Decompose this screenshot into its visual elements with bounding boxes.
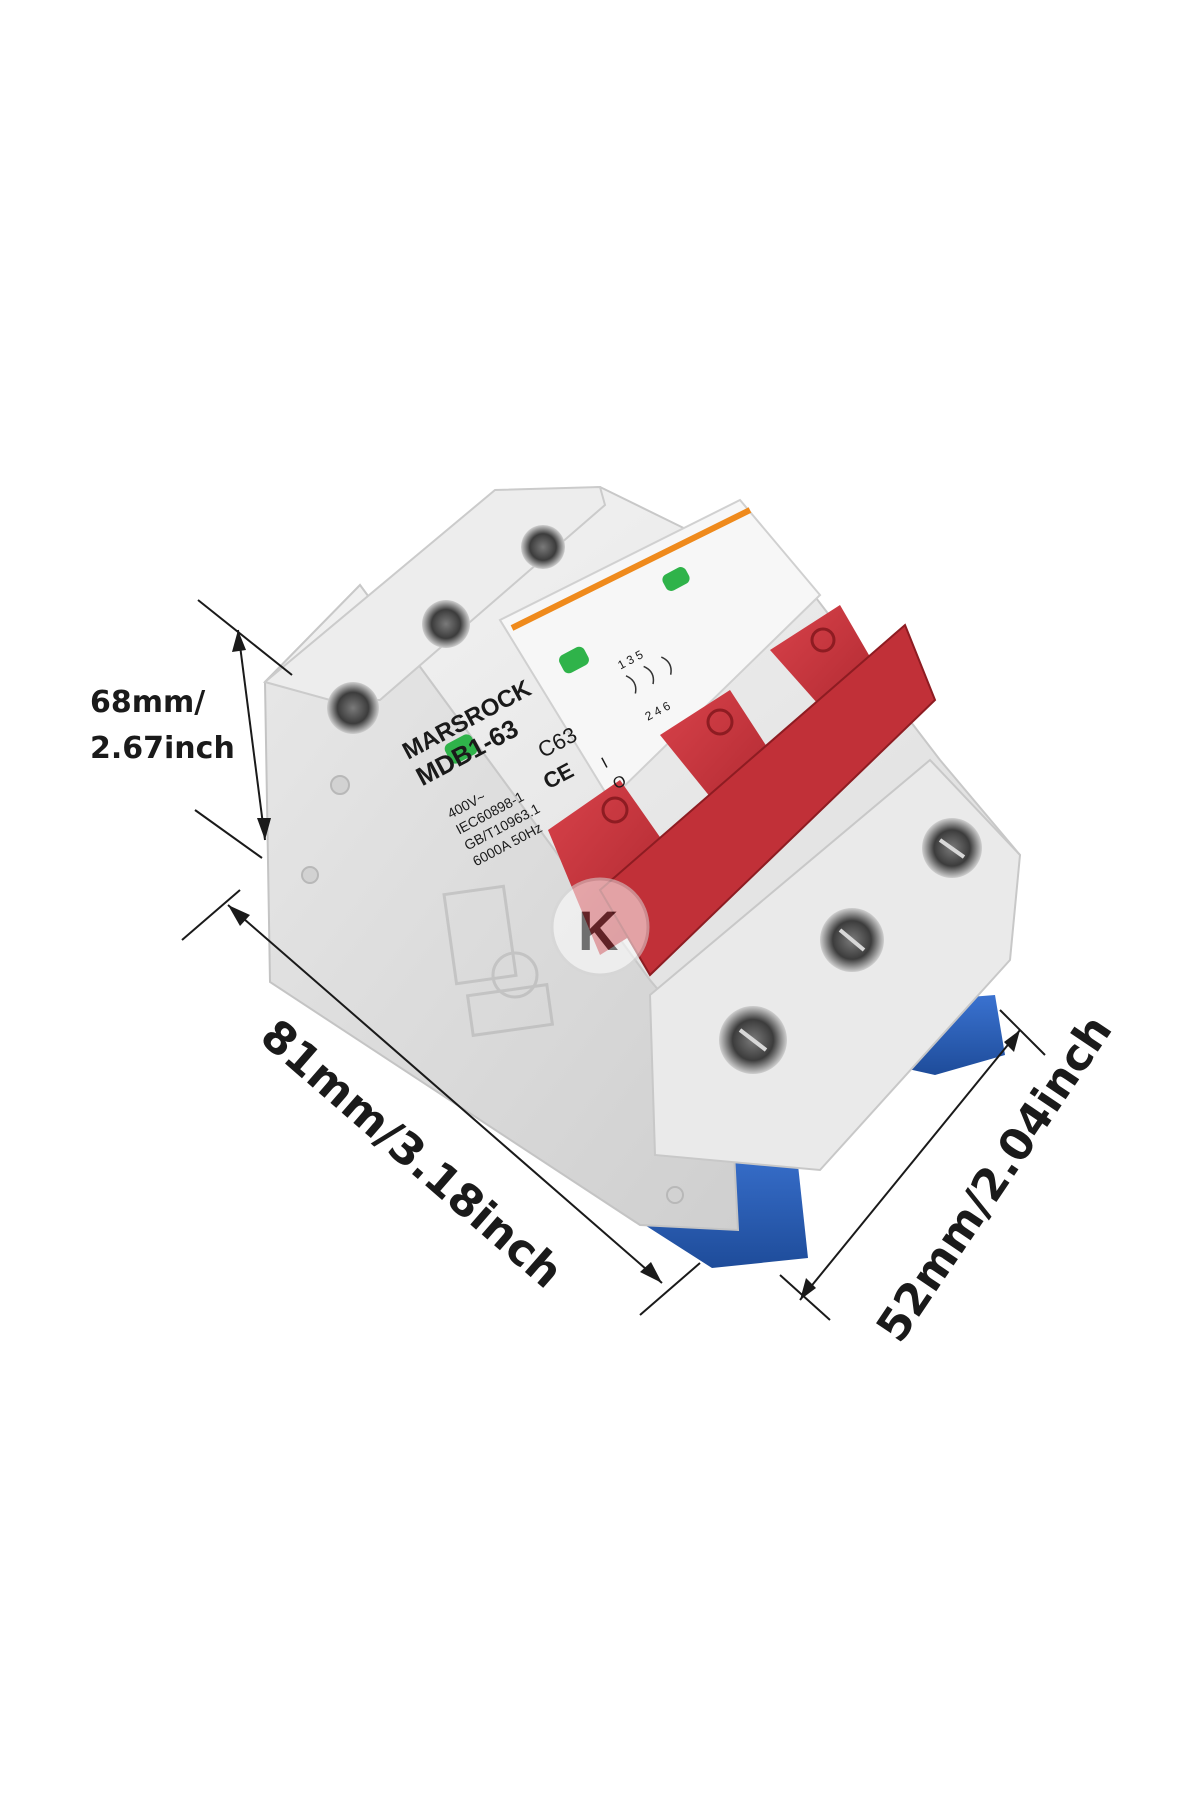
- side-screw-hole: [330, 775, 350, 795]
- status-indicators: [444, 567, 690, 764]
- side-embossing: [442, 884, 555, 1038]
- dimension-height: [194, 599, 293, 859]
- side-rivet-top: [301, 866, 319, 884]
- terminal-screw-icon: [521, 525, 565, 569]
- indicator-pole-1: [444, 734, 478, 764]
- orange-stripe: [510, 507, 752, 631]
- terminal-screw-icon: [327, 682, 379, 734]
- dimension-length: [181, 889, 701, 1316]
- watermark-logo-icon: K: [550, 877, 650, 977]
- svg-text:K: K: [578, 899, 618, 962]
- side-rivet-bottom: [666, 1186, 684, 1204]
- circuit-breaker: MARSROCK MDB1-63 C63 CE 400V~ IEC60898-1…: [262, 485, 1022, 1268]
- top-terminals: [327, 525, 565, 734]
- bottom-terminals: [719, 818, 982, 1074]
- height-dimension-line2: 2.67inch: [90, 731, 235, 766]
- terminal-screw-icon: [422, 600, 470, 648]
- circuit-symbol-icon: [625, 656, 672, 694]
- label-panel: [498, 498, 822, 802]
- dimension-width: [779, 1009, 1046, 1321]
- height-dimension-line1: 68mm/: [90, 685, 205, 720]
- indicator-pole-2: [559, 646, 589, 674]
- indicator-pole-3: [662, 567, 690, 591]
- switch-on-mark: I: [599, 755, 611, 772]
